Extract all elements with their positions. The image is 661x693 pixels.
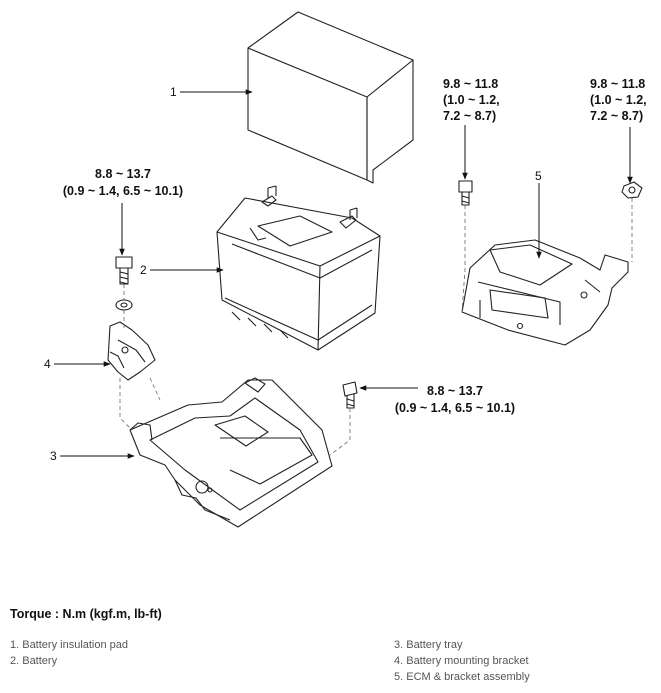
exploded-diagram: 1 2 4 3 5 8.8 ~ 13.7 (0.9 ~ 1.4, 6.5 ~ 1…: [44, 11, 647, 528]
torque-nut-ecm-right-line3: 7.2 ~ 8.7): [590, 109, 643, 123]
torque-unit-title: Torque : N.m (kgf.m, lb-ft): [10, 607, 162, 621]
battery-insulation-pad: [247, 11, 414, 184]
alignment-lines: [119, 198, 633, 456]
callout-4: 4: [44, 357, 51, 371]
legend-item-2: 2. Battery: [10, 655, 58, 667]
bolt-left: [115, 256, 133, 285]
legend-left: 1. Battery insulation pad 2. Battery: [10, 637, 128, 669]
legend-right: 3. Battery tray 4. Battery mounting brac…: [394, 637, 530, 685]
battery: [216, 185, 381, 351]
legend-item-3: 3. Battery tray: [394, 639, 463, 651]
torque-bolt-left-line2: (0.9 ~ 1.4, 6.5 ~ 10.1): [63, 184, 183, 198]
torque-bolt-tray-line1: 8.8 ~ 13.7: [427, 384, 483, 398]
legend-item-5: 5. ECM & bracket assembly: [394, 671, 530, 683]
callout-5: 5: [535, 169, 542, 183]
torque-bolt-ecm-left-line1: 9.8 ~ 11.8: [443, 77, 498, 91]
callout-2: 2: [140, 263, 147, 277]
bolt-ecm-left: [458, 180, 473, 206]
callout-1: 1: [170, 85, 177, 99]
torque-bolt-left-line1: 8.8 ~ 13.7: [95, 167, 151, 181]
torque-bolt-ecm-left-line3: 7.2 ~ 8.7): [443, 109, 496, 123]
torque-bolt-tray-line2: (0.9 ~ 1.4, 6.5 ~ 10.1): [395, 401, 515, 415]
torque-nut-ecm-right-line2: (1.0 ~ 1.2,: [590, 93, 647, 107]
leader-lines: [54, 89, 633, 459]
torque-nut-ecm-right-line1: 9.8 ~ 11.8: [590, 77, 645, 91]
nut-ecm-right: [621, 181, 643, 199]
ecm-bracket-assembly: [461, 239, 629, 346]
torque-bolt-ecm-left-line2: (1.0 ~ 1.2,: [443, 93, 500, 107]
legend-item-4: 4. Battery mounting bracket: [394, 655, 529, 667]
bolt-tray: [342, 381, 358, 409]
battery-mounting-bracket: [107, 321, 156, 381]
battery-tray: [129, 377, 333, 528]
legend-item-1: 1. Battery insulation pad: [10, 639, 129, 651]
callout-3: 3: [50, 449, 57, 463]
washer: [115, 299, 133, 311]
